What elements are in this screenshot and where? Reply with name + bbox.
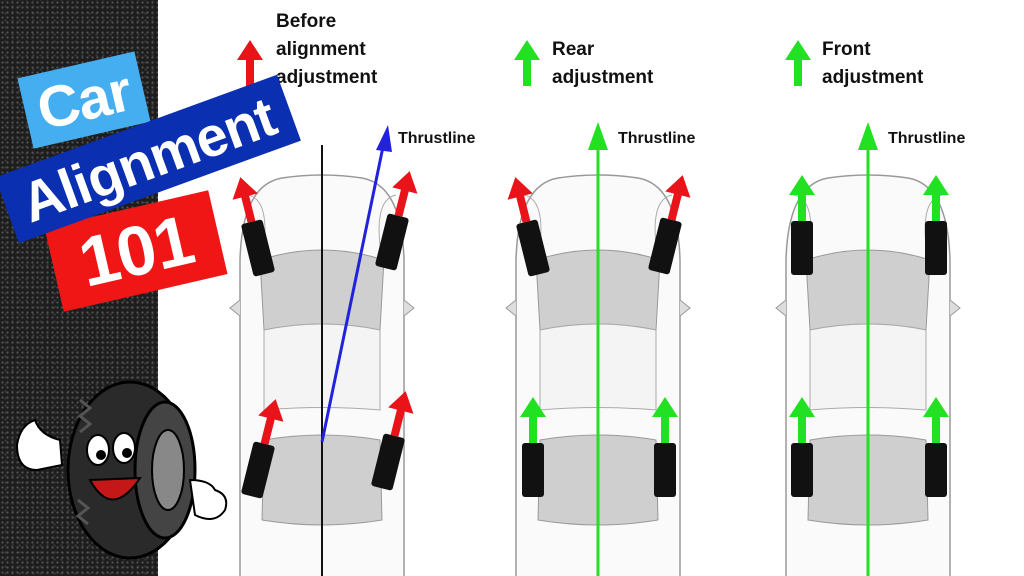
legend-line: Front	[822, 39, 871, 60]
thrustline-label: Thrustline	[888, 130, 965, 147]
legend-line: Before	[276, 11, 336, 32]
legend-line: adjustment	[276, 67, 378, 88]
legend-line: adjustment	[552, 67, 654, 88]
legend-line: alignment	[276, 39, 366, 60]
tire-mascot-icon	[15, 380, 228, 560]
car-before-alignment: Thrustline Before alignment adjustment	[227, 11, 475, 576]
thrust-arrowhead-icon	[858, 122, 878, 150]
thrust-arrowhead-icon	[588, 122, 608, 150]
car-rear-adjustment: Thrustline Rear adjustment	[502, 39, 695, 576]
thrust-arrowhead-icon	[376, 125, 392, 152]
legend-red-arrow-icon	[237, 40, 263, 86]
legend-line: adjustment	[822, 67, 924, 88]
legend-green-arrow-icon	[785, 40, 811, 86]
thrustline-arrow	[320, 141, 386, 443]
car-front-adjustment: Thrustline Front adjustment	[775, 39, 965, 576]
thrustline-label: Thrustline	[618, 130, 695, 147]
legend-line: Rear	[552, 39, 595, 60]
legend-green-arrow-icon	[514, 40, 540, 86]
thrustline-label: Thrustline	[398, 130, 475, 147]
